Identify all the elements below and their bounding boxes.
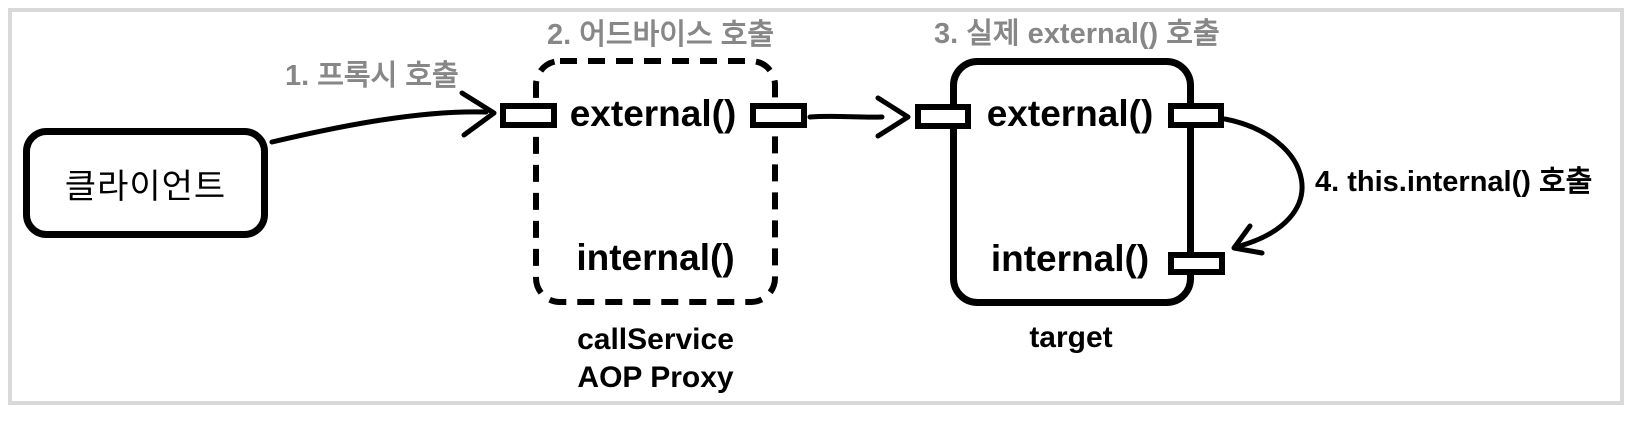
port-target-external-in bbox=[915, 104, 971, 129]
port-proxy-external-in bbox=[500, 103, 557, 128]
step2-label: 2. 어드바이스 호출 bbox=[547, 19, 775, 51]
proxy-internal-method-label: internal() bbox=[576, 237, 735, 278]
target-caption: target bbox=[1029, 321, 1113, 354]
proxy-caption-line1: callService bbox=[577, 323, 734, 356]
port-target-external-out bbox=[1168, 103, 1224, 128]
client-label: 클라이언트 bbox=[64, 167, 227, 206]
port-target-internal-in bbox=[1168, 252, 1225, 275]
target-box bbox=[950, 58, 1194, 306]
target-internal-method-label: internal() bbox=[990, 238, 1150, 279]
step1-label: 1. 프록시 호출 bbox=[285, 60, 459, 92]
step3-label: 3. 실제 external() 호출 bbox=[934, 18, 1220, 50]
proxy-caption-line2: AOP Proxy bbox=[577, 361, 734, 394]
arrow-step4-this-internal-call bbox=[1222, 116, 1305, 256]
proxy-external-method-label: external() bbox=[569, 93, 737, 134]
client-box bbox=[23, 128, 268, 238]
target-external-method-label: external() bbox=[986, 93, 1154, 134]
port-proxy-external-out bbox=[750, 103, 807, 128]
diagram-frame bbox=[8, 8, 1624, 405]
proxy-box bbox=[533, 58, 778, 305]
arrow-step1-proxy-call bbox=[269, 90, 497, 145]
arrow-step3-real-external-call bbox=[807, 95, 911, 139]
step4-label: 4. this.internal() 호출 bbox=[1315, 166, 1593, 198]
